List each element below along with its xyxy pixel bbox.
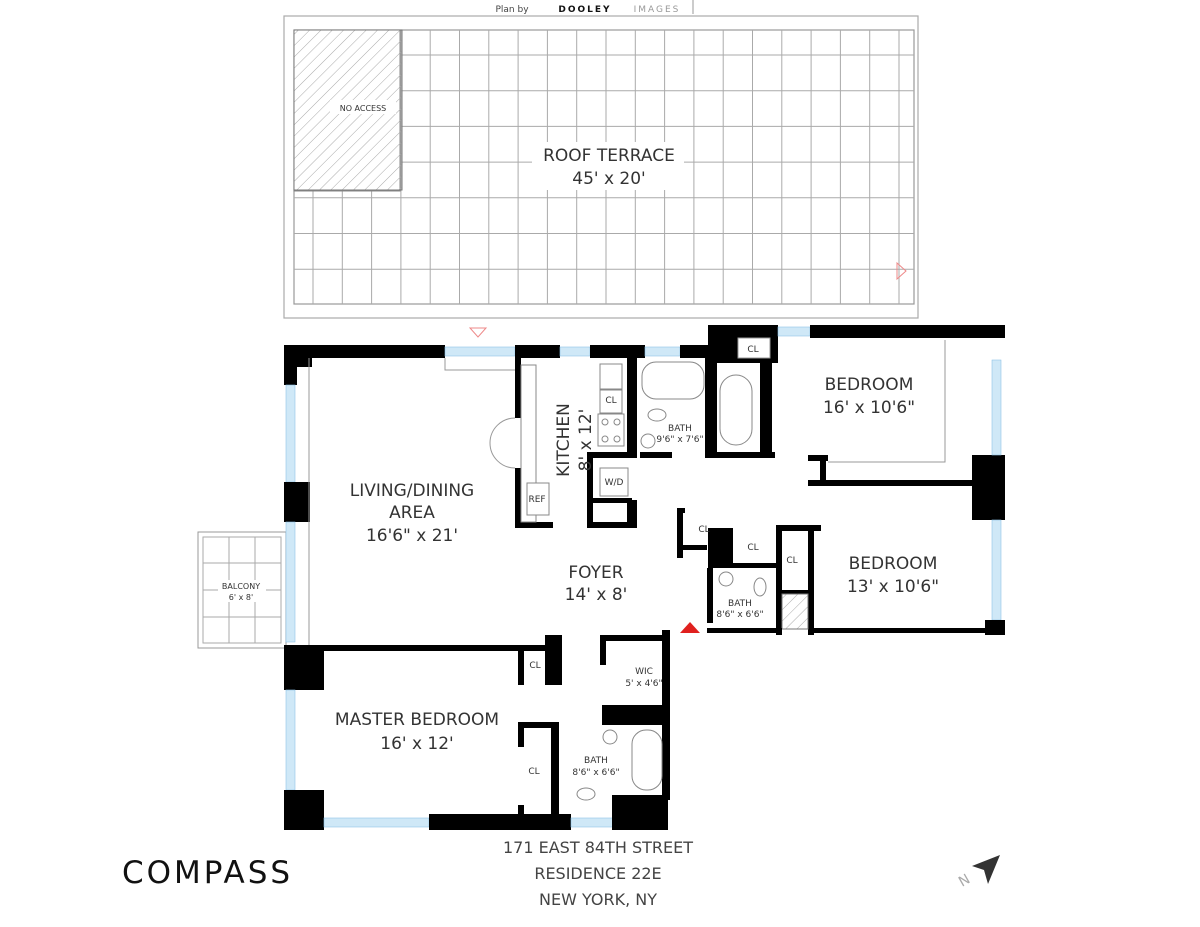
roof-terrace-size: 45' x 20'	[572, 169, 645, 189]
credit-prefix: Plan by	[495, 5, 529, 15]
credit-brand2: IMAGES	[634, 5, 681, 15]
address-line2: RESIDENCE 22E	[534, 864, 661, 883]
stair-arrow-down-icon	[468, 327, 488, 338]
bedroom1-size: 16' x 10'6"	[823, 398, 915, 418]
balcony-size: 6' x 8'	[229, 593, 253, 602]
bedroom2-size: 13' x 10'6"	[847, 577, 939, 597]
refrigerator	[526, 482, 550, 516]
wd-label: W/D	[605, 478, 624, 488]
entry-marker-icon	[680, 622, 700, 633]
roof-terrace: NO ACCESS ROOF TERRACE 45' x 20'	[283, 15, 919, 319]
north-arrow-icon: N	[956, 855, 1000, 890]
north-label: N	[956, 871, 973, 890]
foyer-closet1-label: CL	[698, 525, 709, 535]
living-label-2: AREA	[389, 503, 435, 523]
kitchen-sink	[599, 363, 623, 390]
room-labels: LIVING/DINING AREA 16'6" x 21' KITCHEN 8…	[335, 337, 939, 778]
living-label-1: LIVING/DINING	[350, 481, 474, 501]
master-closet2-label: CL	[528, 767, 539, 777]
bedroom1-label: BEDROOM	[825, 375, 914, 395]
bedroom1-closet-label: CL	[747, 345, 758, 355]
bath3-label: BATH	[584, 756, 608, 766]
bedroom2-label: BEDROOM	[849, 554, 938, 574]
plan-credit: Plan by DOOLEY IMAGES	[495, 0, 694, 15]
wic-label: WIC	[635, 667, 653, 677]
foyer-label: FOYER	[568, 563, 623, 583]
bath1-size: 9'6" x 7'6"	[656, 435, 703, 445]
address: 171 EAST 84TH STREET RESIDENCE 22E NEW Y…	[503, 838, 693, 909]
bath1-label: BATH	[668, 424, 692, 434]
ref-label: REF	[528, 495, 545, 505]
foyer-closet2-label: CL	[747, 543, 758, 553]
master-bedroom-label: MASTER BEDROOM	[335, 710, 499, 730]
walls	[284, 325, 1005, 830]
balcony-label: BALCONY	[222, 582, 260, 591]
master-bedroom-size: 16' x 12'	[380, 734, 453, 754]
bath2-label: BATH	[728, 599, 752, 609]
kitchen-label: KITCHEN	[554, 403, 574, 477]
bedroom2-closet-label: CL	[786, 556, 797, 566]
address-line1: 171 EAST 84TH STREET	[503, 838, 693, 857]
credit-brand: DOOLEY	[558, 5, 611, 15]
bathtub	[719, 374, 753, 446]
stove	[597, 413, 625, 447]
wic-size: 5' x 4'6"	[625, 679, 662, 689]
toilet	[647, 408, 667, 422]
foyer-size: 14' x 8'	[565, 585, 628, 605]
no-access-label: NO ACCESS	[340, 104, 387, 113]
fixtures	[308, 340, 946, 801]
bath-sink	[640, 433, 656, 449]
washer-dryer	[599, 467, 629, 497]
compass-logo: COMPASS	[122, 855, 293, 891]
living-size: 16'6" x 21'	[366, 526, 458, 546]
kitchen-size: 8' x 12'	[576, 409, 596, 472]
master-closet1-label: CL	[529, 661, 540, 671]
bathtub	[641, 361, 705, 400]
roof-terrace-label: ROOF TERRACE	[543, 146, 675, 166]
address-line3: NEW YORK, NY	[539, 890, 657, 909]
stair-arrow-icon	[896, 261, 907, 281]
bath3-size: 8'6" x 6'6"	[572, 768, 619, 778]
bath2-size: 8'6" x 6'6"	[716, 610, 763, 620]
kitchen-closet-label: CL	[605, 396, 616, 406]
balcony: BALCONY 6' x 8'	[197, 531, 287, 649]
